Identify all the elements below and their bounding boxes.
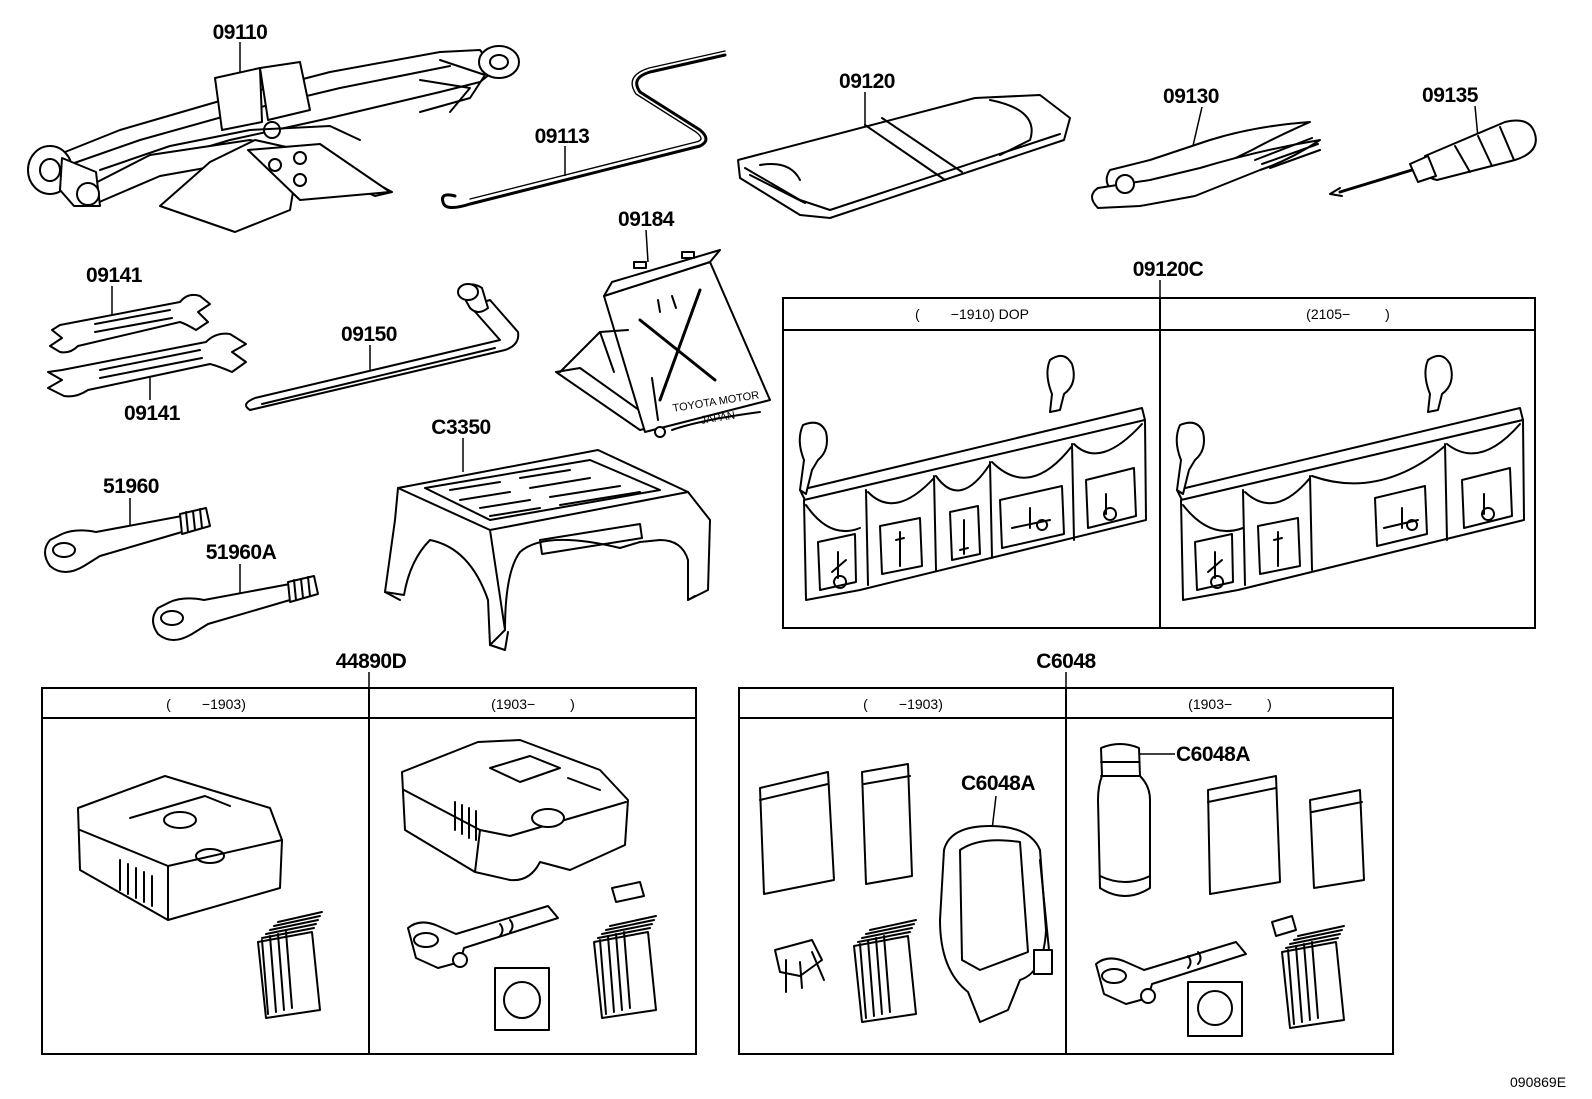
wheel-wrench-illustration: [245, 283, 520, 411]
part-label-09130: 09130: [1163, 85, 1219, 108]
part-label-c6048a-old: C6048A: [960, 772, 1036, 795]
sealant-new: [1095, 743, 1365, 1037]
tool-holder-right: [1175, 354, 1525, 601]
scissor-jack-illustration: [27, 42, 520, 233]
part-label-09113: 09113: [534, 125, 590, 148]
part-label-51960: 51960: [103, 475, 159, 498]
sealant-old: [759, 763, 1053, 1023]
panel-header-44890d-left: ( −1903): [166, 696, 246, 712]
panel-header-c6048-right: (1903− ): [1188, 696, 1272, 712]
part-label-51960a: 51960A: [205, 541, 277, 564]
tool-holder-left: [798, 354, 1147, 601]
part-label-c6048: C6048: [1036, 650, 1096, 673]
pliers-illustration: [1091, 106, 1321, 209]
step-stool-illustration: [384, 438, 711, 651]
part-label-09141-lower: 09141: [124, 402, 180, 425]
jack-handle-illustration: [441, 50, 727, 209]
compressor-kit-panels: [41, 672, 697, 1055]
warning-triangle-illustration: [555, 229, 771, 438]
part-label-09120: 09120: [839, 70, 895, 93]
part-label-09184: 09184: [618, 208, 674, 231]
tool-bag-illustration: [737, 92, 1071, 219]
part-label-44890d: 44890D: [335, 650, 407, 673]
compressor-new: [401, 739, 657, 1031]
part-label-c6048a-new: C6048A: [1175, 743, 1251, 766]
part-label-09150: 09150: [341, 323, 397, 346]
part-label-09110: 09110: [212, 21, 268, 44]
sealant-kit-panels: [738, 672, 1394, 1055]
figure-code: 090869E: [1510, 1074, 1567, 1090]
panel-header-c6048-left: ( −1903): [863, 696, 943, 712]
panel-header-09120c-right: (2105− ): [1306, 306, 1390, 322]
part-label-09135: 09135: [1422, 84, 1478, 107]
part-label-09120c: 09120C: [1132, 258, 1204, 281]
compressor-old: [77, 775, 283, 921]
part-label-09141-upper: 09141: [86, 264, 142, 287]
patch-sheets-old: [257, 911, 323, 1019]
hook-bolts-illustration: [44, 498, 319, 641]
panel-header-44890d-right: (1903− ): [491, 696, 575, 712]
panel-header-09120c-left: ( −1910) DOP: [915, 306, 1029, 322]
part-label-c3350: C3350: [431, 416, 491, 439]
wrenches-illustration: [47, 286, 247, 400]
screwdriver-illustration: [1329, 105, 1537, 197]
tool-holder-panels: [782, 280, 1536, 629]
